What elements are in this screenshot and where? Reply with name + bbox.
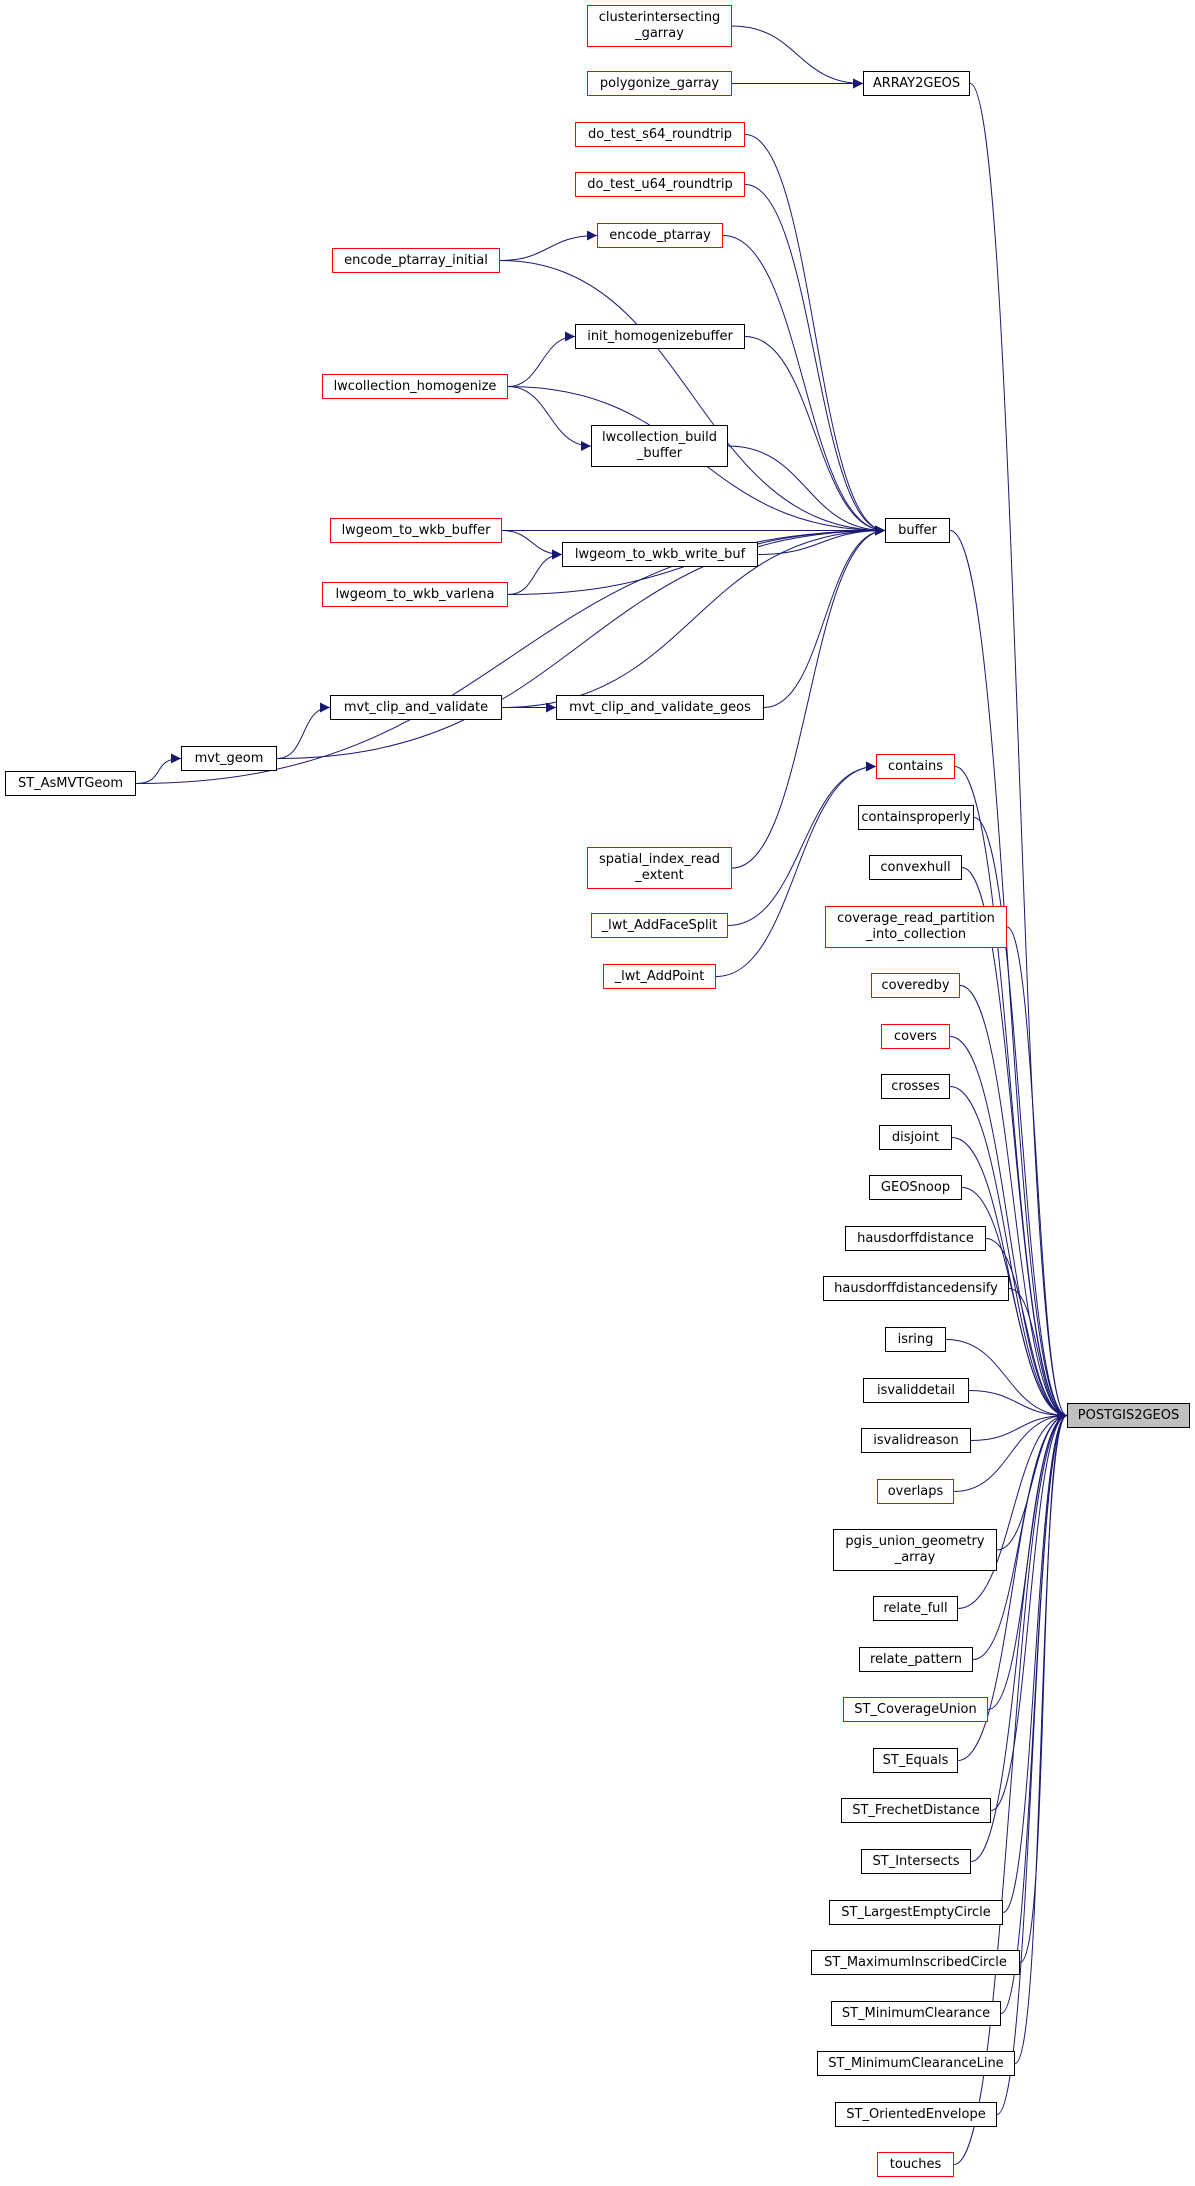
node-coveredby[interactable]: coveredby [871, 973, 960, 998]
edge-n44-to-n0 [1002, 1410, 1068, 1913]
node-isvaliddetail[interactable]: isvaliddetail [863, 1378, 969, 1403]
node-hausdorffdistancedensify[interactable]: hausdorffdistancedensify [823, 1276, 1009, 1301]
edge-n25-to-n0 [1006, 926, 1068, 1421]
edge-n34-to-n0 [968, 1390, 1068, 1421]
edge-n24-to-n0 [961, 867, 1068, 1421]
edge-n33-to-n0 [945, 1339, 1068, 1421]
node-st-coverageunion[interactable]: ST_CoverageUnion [843, 1697, 988, 1722]
node-isring[interactable]: isring [885, 1327, 946, 1352]
edge-n2-to-n1 [731, 25, 864, 89]
node-polygonize-garray[interactable]: polygonize_garray [587, 71, 732, 96]
edge-n42-to-n0 [990, 1410, 1068, 1811]
node-st-asmvtgeom[interactable]: ST_AsMVTGeom [5, 771, 136, 796]
node-st-maximuminscribedcircle[interactable]: ST_MaximumInscribedCircle [811, 1950, 1020, 1975]
edge-n11-to-n4 [727, 445, 886, 536]
node-mvt-geom[interactable]: mvt_geom [181, 746, 277, 771]
node-init-homogenizebuffer[interactable]: init_homogenizebuffer [575, 324, 745, 349]
node-st-orientedenvelope[interactable]: ST_OrientedEnvelope [835, 2102, 997, 2127]
edge-n47-to-n0 [1014, 1410, 1068, 2064]
edge-n18-to-n17 [135, 753, 182, 784]
node-touches[interactable]: touches [877, 2152, 954, 2177]
node-st-intersects[interactable]: ST_Intersects [861, 1849, 971, 1874]
edge-n26-to-n0 [959, 985, 1068, 1421]
edge-n10-to-n9 [507, 331, 576, 387]
edge-n36-to-n0 [953, 1410, 1068, 1492]
edge-n12-to-n13 [501, 530, 563, 560]
node-st-minimumclearance[interactable]: ST_MinimumClearance [831, 2001, 1001, 2026]
edge-n14-to-n13 [507, 549, 563, 595]
node-lwcollection-homogenize[interactable]: lwcollection_homogenize [322, 374, 508, 399]
node-lwgeom-to-wkb-write-buf[interactable]: lwgeom_to_wkb_write_buf [562, 542, 758, 567]
node-geosnoop[interactable]: GEOSnoop [869, 1175, 962, 1200]
node-clusterintersecting-garray[interactable]: clusterintersecting _garray [587, 5, 732, 47]
node-pgis-union-geometry-array[interactable]: pgis_union_geometry _array [833, 1529, 997, 1571]
node-covers[interactable]: covers [881, 1024, 950, 1049]
node-lwcollection-build-buffer[interactable]: lwcollection_build _buffer [591, 425, 728, 467]
edge-n21-to-n22 [715, 761, 877, 977]
node-relate-full[interactable]: relate_full [873, 1596, 958, 1621]
edge-n35-to-n0 [970, 1410, 1068, 1441]
node-disjoint[interactable]: disjoint [879, 1125, 952, 1150]
edge-n10-to-n11 [507, 386, 592, 451]
edge-n7-to-n4 [722, 235, 886, 536]
edge-n5-to-n4 [744, 134, 886, 536]
edge-n17-to-n15 [276, 702, 331, 759]
node-st-equals[interactable]: ST_Equals [873, 1748, 958, 1773]
node-lwgeom-to-wkb-varlena[interactable]: lwgeom_to_wkb_varlena [322, 582, 508, 607]
node-convexhull[interactable]: convexhull [869, 855, 962, 880]
edge-n9-to-n4 [744, 336, 886, 536]
edge-n23-to-n0 [973, 817, 1068, 1421]
edge-n28-to-n0 [949, 1086, 1068, 1421]
edge-n30-to-n0 [961, 1187, 1068, 1421]
node-do-test-u64-roundtrip[interactable]: do_test_u64_roundtrip [575, 172, 745, 197]
node-lwt-addfacesplit[interactable]: _lwt_AddFaceSplit [591, 913, 728, 938]
edge-n31-to-n0 [985, 1238, 1068, 1421]
node-lwgeom-to-wkb-buffer[interactable]: lwgeom_to_wkb_buffer [330, 518, 502, 543]
node-hausdorffdistance[interactable]: hausdorffdistance [845, 1226, 986, 1251]
node-buffer[interactable]: buffer [885, 518, 950, 543]
node-overlaps[interactable]: overlaps [877, 1479, 954, 1504]
edge-n20-to-n22 [727, 761, 877, 926]
node-encode-ptarray-initial[interactable]: encode_ptarray_initial [332, 248, 500, 273]
node-relate-pattern[interactable]: relate_pattern [859, 1647, 973, 1672]
edge-n1-to-n0 [969, 83, 1068, 1421]
node-st-frechetdistance[interactable]: ST_FrechetDistance [841, 1798, 991, 1823]
node-st-largestemptycircle[interactable]: ST_LargestEmptyCircle [829, 1900, 1003, 1925]
edge-n6-to-n4 [744, 184, 886, 536]
edge-n17-to-n4 [276, 525, 886, 759]
edge-n19-to-n4 [731, 525, 886, 869]
edge-n8-to-n4 [499, 260, 886, 536]
node-array2geos[interactable]: ARRAY2GEOS [863, 71, 970, 96]
edge-n41-to-n0 [957, 1410, 1068, 1761]
edge-n16-to-n4 [763, 525, 886, 708]
node-containsproperly[interactable]: containsproperly [858, 805, 974, 830]
node-crosses[interactable]: crosses [881, 1074, 950, 1099]
node-mvt-clip-and-validate[interactable]: mvt_clip_and_validate [330, 695, 502, 720]
edge-n8-to-n7 [499, 230, 598, 261]
node-do-test-s64-roundtrip[interactable]: do_test_s64_roundtrip [575, 122, 745, 147]
node-mvt-clip-and-validate-geos[interactable]: mvt_clip_and_validate_geos [556, 695, 764, 720]
edge-n48-to-n0 [996, 1410, 1068, 2115]
node-contains[interactable]: contains [876, 754, 955, 779]
edge-n32-to-n0 [1008, 1288, 1068, 1421]
edge-n38-to-n0 [957, 1410, 1068, 1609]
edge-n45-to-n0 [1019, 1410, 1068, 1963]
node-coverage-read-partition-into-collection[interactable]: coverage_read_partition _into_collection [825, 906, 1007, 948]
node-postgis2geos: POSTGIS2GEOS [1067, 1403, 1190, 1428]
edge-n43-to-n0 [970, 1410, 1068, 1862]
node-spatial-index-read-extent[interactable]: spatial_index_read _extent [587, 847, 732, 889]
node-isvalidreason[interactable]: isvalidreason [861, 1428, 971, 1453]
node-lwt-addpoint[interactable]: _lwt_AddPoint [603, 964, 716, 989]
edge-n22-to-n0 [954, 766, 1068, 1421]
node-encode-ptarray[interactable]: encode_ptarray [597, 223, 723, 248]
node-st-minimumclearanceline[interactable]: ST_MinimumClearanceLine [817, 2051, 1015, 2076]
